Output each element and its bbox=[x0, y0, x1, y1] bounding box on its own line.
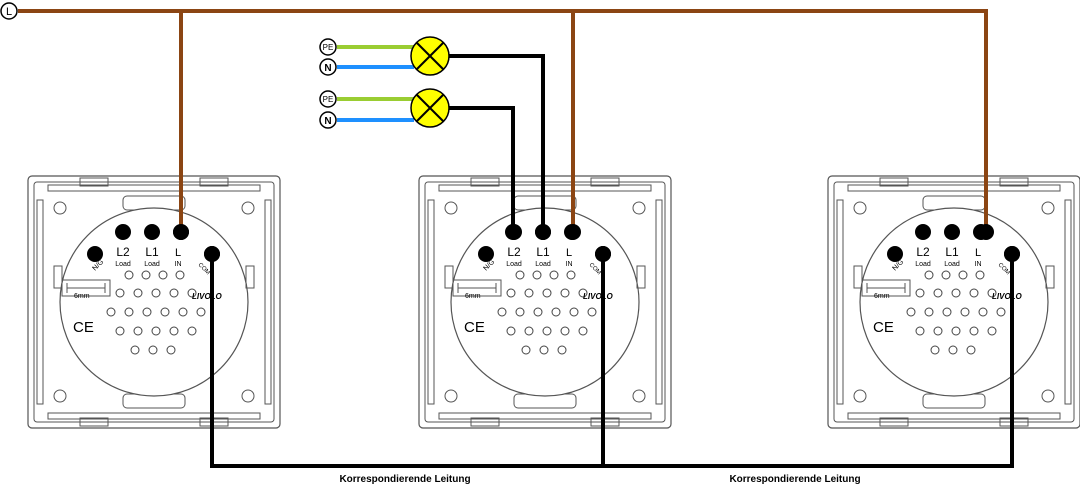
l2-label: L2 bbox=[916, 245, 930, 259]
l2-sub-label: Load bbox=[915, 261, 931, 268]
l2-label: L2 bbox=[116, 245, 130, 259]
live-supply-wire bbox=[18, 9, 988, 232]
lamp-2-n-badge: N bbox=[319, 111, 337, 129]
wire-terminal-dots bbox=[173, 224, 1020, 262]
spacing-label: 6mm bbox=[874, 293, 890, 300]
lamp-1-n-badge: N bbox=[319, 58, 337, 76]
switch-left-labels: N/G L2 Load L1 Load L IN COM 6mm LIVOLO … bbox=[73, 245, 223, 336]
traveler-label-left: Korrespondierende Leitung bbox=[339, 474, 470, 485]
lamp-2-load-wire bbox=[430, 106, 515, 232]
brand-label: LIVOLO bbox=[583, 292, 614, 301]
traveler-wire bbox=[210, 254, 1014, 468]
lamp-1-load-wire bbox=[430, 54, 545, 232]
l-label: L bbox=[975, 247, 981, 259]
ce-mark: CE bbox=[873, 319, 894, 336]
l-sub-label: IN bbox=[975, 261, 982, 268]
brand-label: LIVOLO bbox=[192, 292, 223, 301]
l1-sub-label: Load bbox=[144, 261, 160, 268]
l-label: L bbox=[566, 247, 572, 259]
brand-label: LIVOLO bbox=[992, 292, 1023, 301]
l-sub-label: IN bbox=[175, 261, 182, 268]
lamp-2-n-label: N bbox=[324, 116, 331, 127]
supply-line-badge: L bbox=[0, 2, 18, 20]
lamp-2-pe-label: PE bbox=[323, 95, 334, 104]
l1-sub-label: Load bbox=[535, 261, 551, 268]
l1-label: L1 bbox=[945, 245, 959, 259]
lamp-2 bbox=[410, 88, 450, 128]
traveler-label-right: Korrespondierende Leitung bbox=[729, 474, 860, 485]
lamp-1-n-label: N bbox=[324, 63, 331, 74]
lamp-1 bbox=[410, 36, 450, 76]
l2-sub-label: Load bbox=[506, 261, 522, 268]
ce-mark: CE bbox=[73, 319, 94, 336]
l1-label: L1 bbox=[145, 245, 159, 259]
ce-mark: CE bbox=[464, 319, 485, 336]
switch-left bbox=[27, 175, 281, 429]
supply-line-label: L bbox=[6, 6, 12, 18]
switch-right bbox=[827, 175, 1080, 429]
l1-sub-label: Load bbox=[944, 261, 960, 268]
l2-sub-label: Load bbox=[115, 261, 131, 268]
spacing-label: 6mm bbox=[74, 293, 90, 300]
spacing-label: 6mm bbox=[465, 293, 481, 300]
l2-label: L2 bbox=[507, 245, 521, 259]
lamp-2-pe-badge: PE bbox=[319, 90, 337, 108]
l1-label: L1 bbox=[536, 245, 550, 259]
l-sub-label: IN bbox=[566, 261, 573, 268]
lamp-1-pe-badge: PE bbox=[319, 38, 337, 56]
l-label: L bbox=[175, 247, 181, 259]
lamp-1-pe-label: PE bbox=[323, 43, 334, 52]
